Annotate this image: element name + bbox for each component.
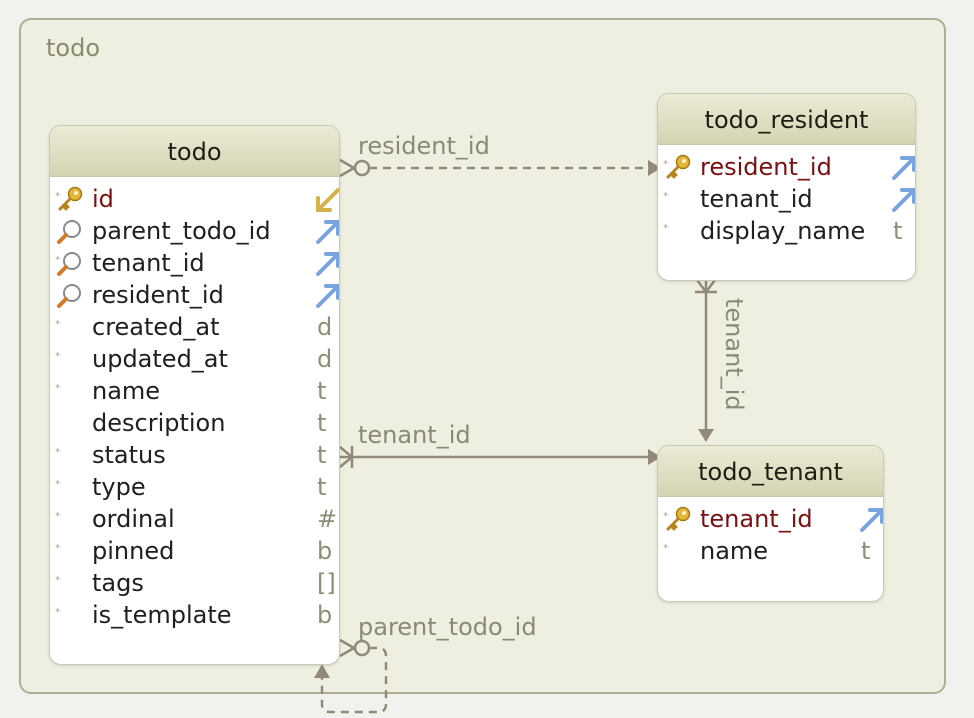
column-name: resident_id (92, 281, 224, 309)
index-icon (56, 249, 84, 277)
column-name: description (92, 409, 226, 437)
column-row[interactable]: * name t (50, 375, 339, 407)
table-todo-tenant[interactable]: todo_tenant * tenant_id * name t (657, 445, 884, 602)
column-row[interactable]: * tenant_id (50, 247, 339, 279)
column-row[interactable]: description t (50, 407, 339, 439)
column-row[interactable]: * is_template b (50, 599, 339, 631)
incoming-link-icon[interactable] (314, 186, 339, 214)
column-name: ordinal (92, 505, 175, 533)
column-row[interactable]: * id (50, 183, 339, 215)
table-todo-resident[interactable]: todo_resident * resident_id * tenant_id * dis… (657, 93, 916, 281)
primary-key-icon (56, 185, 84, 213)
primary-key-icon (664, 505, 692, 533)
columns-todo-resident: * resident_id * tenant_id * display_name t (658, 145, 915, 247)
column-name: id (92, 185, 114, 213)
column-row[interactable]: * ordinal # (50, 503, 339, 535)
table-header-todo-resident[interactable]: todo_resident (658, 94, 915, 145)
column-row[interactable]: * pinned b (50, 535, 339, 567)
column-name: display_name (700, 217, 866, 245)
column-name: type (92, 473, 146, 501)
column-type: b (317, 601, 333, 629)
outgoing-link-icon[interactable] (858, 506, 883, 534)
relation-resident-id[interactable] (339, 158, 661, 178)
table-header-todo[interactable]: todo (50, 126, 339, 177)
group-title: todo (46, 34, 101, 62)
required-marker-icon: * (663, 223, 668, 234)
column-type: # (317, 505, 338, 533)
column-row[interactable]: * created_at d (50, 311, 339, 343)
columns-todo: * id parent_todo_id * tenant_id resident_id * c… (50, 177, 339, 631)
table-header-todo-tenant[interactable]: todo_tenant (658, 446, 883, 497)
relation-tenant-id-todo[interactable] (339, 446, 661, 468)
column-type: d (317, 345, 333, 373)
column-name: tenant_id (700, 505, 813, 533)
column-type: t (317, 473, 327, 501)
column-row[interactable]: * name t (658, 535, 883, 567)
column-type: d (317, 313, 333, 341)
column-name: tenant_id (92, 249, 205, 277)
column-type: t (861, 537, 871, 565)
column-type: t (893, 217, 903, 245)
required-marker-icon: * (55, 191, 60, 202)
required-marker-icon: * (55, 383, 60, 394)
column-row[interactable]: * tags [] (50, 567, 339, 599)
required-marker-icon: * (55, 479, 60, 490)
required-marker-icon: * (663, 543, 668, 554)
required-marker-icon: * (55, 319, 60, 330)
column-name: name (92, 377, 161, 405)
column-row[interactable]: * resident_id (658, 151, 915, 183)
column-row[interactable]: * tenant_id (658, 183, 915, 215)
column-type: [] (317, 569, 336, 597)
index-icon (56, 281, 84, 309)
column-type: t (317, 409, 327, 437)
column-type: t (317, 377, 327, 405)
edge-label-tenant-id: tenant_id (358, 421, 471, 449)
column-name: tags (92, 569, 144, 597)
column-name: status (92, 441, 166, 469)
column-row[interactable]: * type t (50, 471, 339, 503)
required-marker-icon: * (55, 255, 60, 266)
column-type: b (317, 537, 333, 565)
required-marker-icon: * (55, 575, 60, 586)
relation-tenant-id-resident[interactable] (695, 279, 717, 442)
edge-label-parent-todo-id: parent_todo_id (358, 613, 537, 641)
required-marker-icon: * (663, 511, 668, 522)
column-name: parent_todo_id (92, 217, 271, 245)
required-marker-icon: * (55, 543, 60, 554)
outgoing-link-icon[interactable] (314, 218, 339, 246)
column-row[interactable]: * display_name t (658, 215, 915, 247)
edge-label-tenant-id-vertical: tenant_id (720, 298, 748, 411)
column-row[interactable]: parent_todo_id (50, 215, 339, 247)
outgoing-link-icon[interactable] (890, 154, 915, 182)
column-name: created_at (92, 313, 220, 341)
outgoing-link-icon[interactable] (314, 250, 339, 278)
edge-label-resident-id: resident_id (358, 132, 490, 160)
column-name: resident_id (700, 153, 832, 181)
outgoing-link-icon[interactable] (890, 186, 915, 214)
column-name: tenant_id (700, 185, 813, 213)
column-row[interactable]: resident_id (50, 279, 339, 311)
required-marker-icon: * (55, 351, 60, 362)
table-todo[interactable]: todo * id parent_todo_id * tenant_id resident… (49, 125, 340, 665)
column-name: updated_at (92, 345, 228, 373)
columns-todo-tenant: * tenant_id * name t (658, 497, 883, 567)
required-marker-icon: * (55, 447, 60, 458)
column-name: is_template (92, 601, 232, 629)
column-row[interactable]: * tenant_id (658, 503, 883, 535)
column-name: pinned (92, 537, 175, 565)
index-icon (56, 217, 84, 245)
column-name: name (700, 537, 769, 565)
primary-key-icon (664, 153, 692, 181)
relation-parent-todo-id[interactable] (314, 638, 388, 714)
required-marker-icon: * (55, 607, 60, 618)
required-marker-icon: * (663, 191, 668, 202)
column-row[interactable]: * status t (50, 439, 339, 471)
required-marker-icon: * (663, 159, 668, 170)
outgoing-link-icon[interactable] (314, 282, 339, 310)
column-row[interactable]: * updated_at d (50, 343, 339, 375)
required-marker-icon: * (55, 511, 60, 522)
column-type: t (317, 441, 327, 469)
